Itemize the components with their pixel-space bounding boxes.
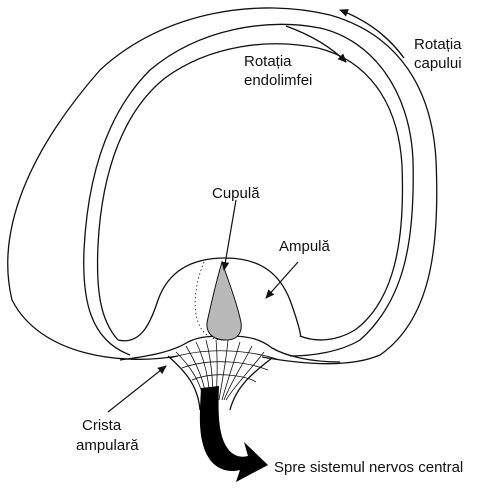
label-head-rotation-line2: capului (414, 55, 462, 72)
label-endolymph-rotation-line2: endolimfei (244, 72, 312, 89)
cupula (207, 262, 241, 340)
ampulla-pointer (266, 262, 298, 298)
label-crista-line1: Crista (82, 417, 122, 434)
label-endolymph-rotation-line1: Rotația (244, 53, 292, 70)
label-cupula: Cupulă (212, 185, 260, 202)
nerve-stalk (168, 356, 272, 410)
label-ampulla: Ampulă (279, 238, 331, 255)
label-crista-line2: ampulară (76, 437, 139, 454)
cupula-pointer (224, 200, 236, 270)
crista-pointer (108, 366, 166, 412)
label-head-rotation-line1: Rotația (414, 36, 462, 53)
crista-nerve-fibres (170, 340, 280, 400)
label-cns: Spre sistemul nervos central (274, 459, 463, 476)
